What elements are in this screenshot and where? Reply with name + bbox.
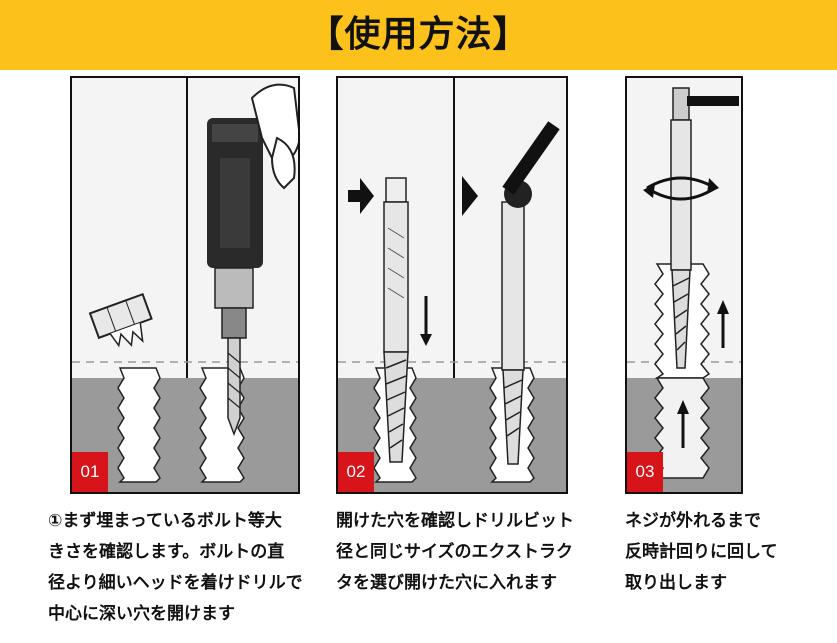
header-banner: 【使用方法】 — [0, 0, 837, 70]
step-3-number-badge: 03 — [627, 452, 663, 492]
step-3-illustration — [627, 87, 741, 492]
caption-line: 反時計回りに回して — [625, 542, 778, 562]
caption-line: 取り出します — [625, 573, 727, 593]
step-1-panel: 01 — [70, 76, 300, 494]
page-title: 【使用方法】 — [307, 14, 530, 55]
caption-line: 径より細いヘッドを着けドリルで — [48, 573, 303, 593]
step-2-number-badge: 02 — [338, 452, 374, 492]
caption-line: きさを確認します。ボルトの直 — [48, 542, 285, 562]
caption-line: ネジが外れるまで — [625, 511, 761, 531]
caption-line: ①まず埋まっているボルト等大 — [48, 511, 282, 531]
caption-line: 径と同じサイズのエクストラク — [336, 542, 573, 562]
step-2-panel: 02 — [336, 76, 568, 494]
caption-line: 中心に深い穴を開けます — [48, 604, 235, 624]
step-1-caption: ①まず埋まっているボルト等大 きさを確認します。ボルトの直 径より細いヘッドを着… — [48, 506, 303, 630]
step-3-panel: 03 — [625, 76, 743, 494]
caption-line: 開けた穴を確認しドリルビット — [336, 511, 574, 531]
step-2-caption: 開けた穴を確認しドリルビット 径と同じサイズのエクストラク タを選び開けた穴に入… — [336, 506, 574, 599]
step-3-caption: ネジが外れるまで 反時計回りに回して 取り出します — [625, 506, 778, 599]
step-2-illustration — [338, 78, 566, 492]
caption-line: タを選び開けた穴に入れます — [336, 573, 557, 593]
step-1-number-badge: 01 — [72, 452, 108, 492]
step-1-illustration — [72, 78, 298, 492]
